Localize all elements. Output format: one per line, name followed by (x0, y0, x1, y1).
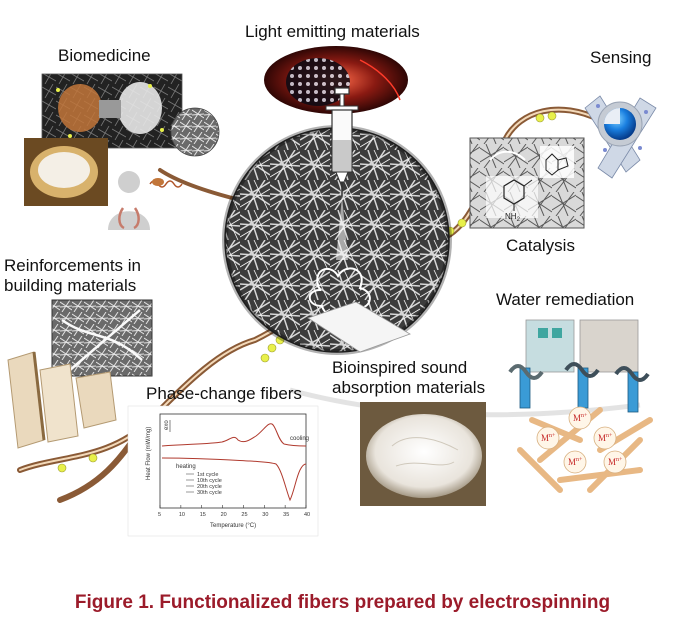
label-sound-absorption: Bioinspired sound absorption materials (332, 358, 486, 397)
ion-charge: n+ (549, 433, 556, 439)
dsc-heating-label: heating (176, 464, 196, 470)
label-reinforcements: Reinforcements in building materials (4, 256, 142, 295)
ion-label: M (598, 433, 606, 443)
fiber-path-biomedicine (158, 168, 242, 202)
syringe-icon (307, 87, 411, 353)
dsc-x-tick-label: 30 (262, 512, 268, 518)
catalysis-image: NH2 (469, 137, 585, 229)
ion-charge: n+ (576, 457, 583, 463)
dsc-legend-entry: 30th cycle (197, 490, 222, 496)
dsc-cooling-curve (161, 423, 307, 447)
ion-charge: n+ (606, 433, 613, 439)
svg-text:Mn+: Mn+ (573, 413, 588, 423)
dsc-x-tick-label: 5 (158, 512, 161, 518)
svg-text:Mn+: Mn+ (541, 433, 556, 443)
dsc-legend-entry: 10th cycle (197, 478, 222, 484)
dsc-legend: 1st cycle 10th cycle 20th cycle 30th cyc… (186, 472, 222, 496)
dsc-cooling-label: cooling (290, 436, 309, 442)
figure-caption: Figure 1. Functionalized fibers prepared… (74, 592, 611, 613)
dsc-x-tick-label: 25 (241, 512, 247, 518)
dsc-legend-entry: 20th cycle (197, 484, 222, 490)
svg-text:Mn+: Mn+ (608, 457, 623, 467)
ion-charge: n+ (616, 457, 623, 463)
water-remediation-image: Mn+ Mn+ Mn+ Mn+ Mn+ (508, 319, 653, 493)
amine-label: NH (505, 212, 517, 221)
label-biomedicine: Biomedicine (58, 46, 151, 65)
dsc-x-tick-label: 20 (221, 512, 227, 518)
label-sensing: Sensing (590, 48, 652, 67)
dsc-plot-frame (159, 413, 307, 509)
svg-text:NH2: NH2 (505, 212, 521, 223)
dsc-xlabel: Temperature (°C) (210, 523, 256, 529)
ion-label: M (608, 457, 616, 467)
dsc-chart: Heat Flow (mW/mg) Temperature (°C) exo 5… (127, 405, 319, 537)
dsc-exo-label: exo (164, 420, 170, 430)
dsc-ylabel: Heat Flow (mW/mg) (146, 427, 152, 480)
svg-text:Mn+: Mn+ (568, 457, 583, 467)
light-emitting-image (264, 46, 408, 114)
dsc-x-tick-label: 15 (200, 512, 206, 518)
reinforcement-image (7, 299, 153, 449)
dsc-legend-entry: 1st cycle (197, 472, 218, 478)
ion-label: M (541, 433, 549, 443)
metal-ions: Mn+ Mn+ Mn+ Mn+ Mn+ (536, 406, 627, 474)
dsc-x-tick-label: 10 (179, 512, 185, 518)
amine-subscript: 2 (517, 217, 521, 223)
sensing-image (584, 95, 657, 179)
dsc-heating-curve (161, 457, 307, 502)
dsc-x-tick-label: 35 (283, 512, 289, 518)
sound-absorption-image (360, 402, 486, 506)
human-silhouette-icon (108, 171, 183, 230)
dsc-x-tick-label: 40 (304, 512, 310, 518)
biomedicine-image (24, 73, 220, 206)
svg-text:Mn+: Mn+ (598, 433, 613, 443)
ion-charge: n+ (581, 413, 588, 419)
ion-label: M (568, 457, 576, 467)
ion-label: M (573, 413, 581, 423)
label-phase-change: Phase-change fibers (146, 384, 302, 403)
label-water-remediation: Water remediation (496, 290, 635, 309)
label-catalysis: Catalysis (506, 236, 575, 255)
label-light-emitting: Light emitting materials (245, 22, 420, 41)
